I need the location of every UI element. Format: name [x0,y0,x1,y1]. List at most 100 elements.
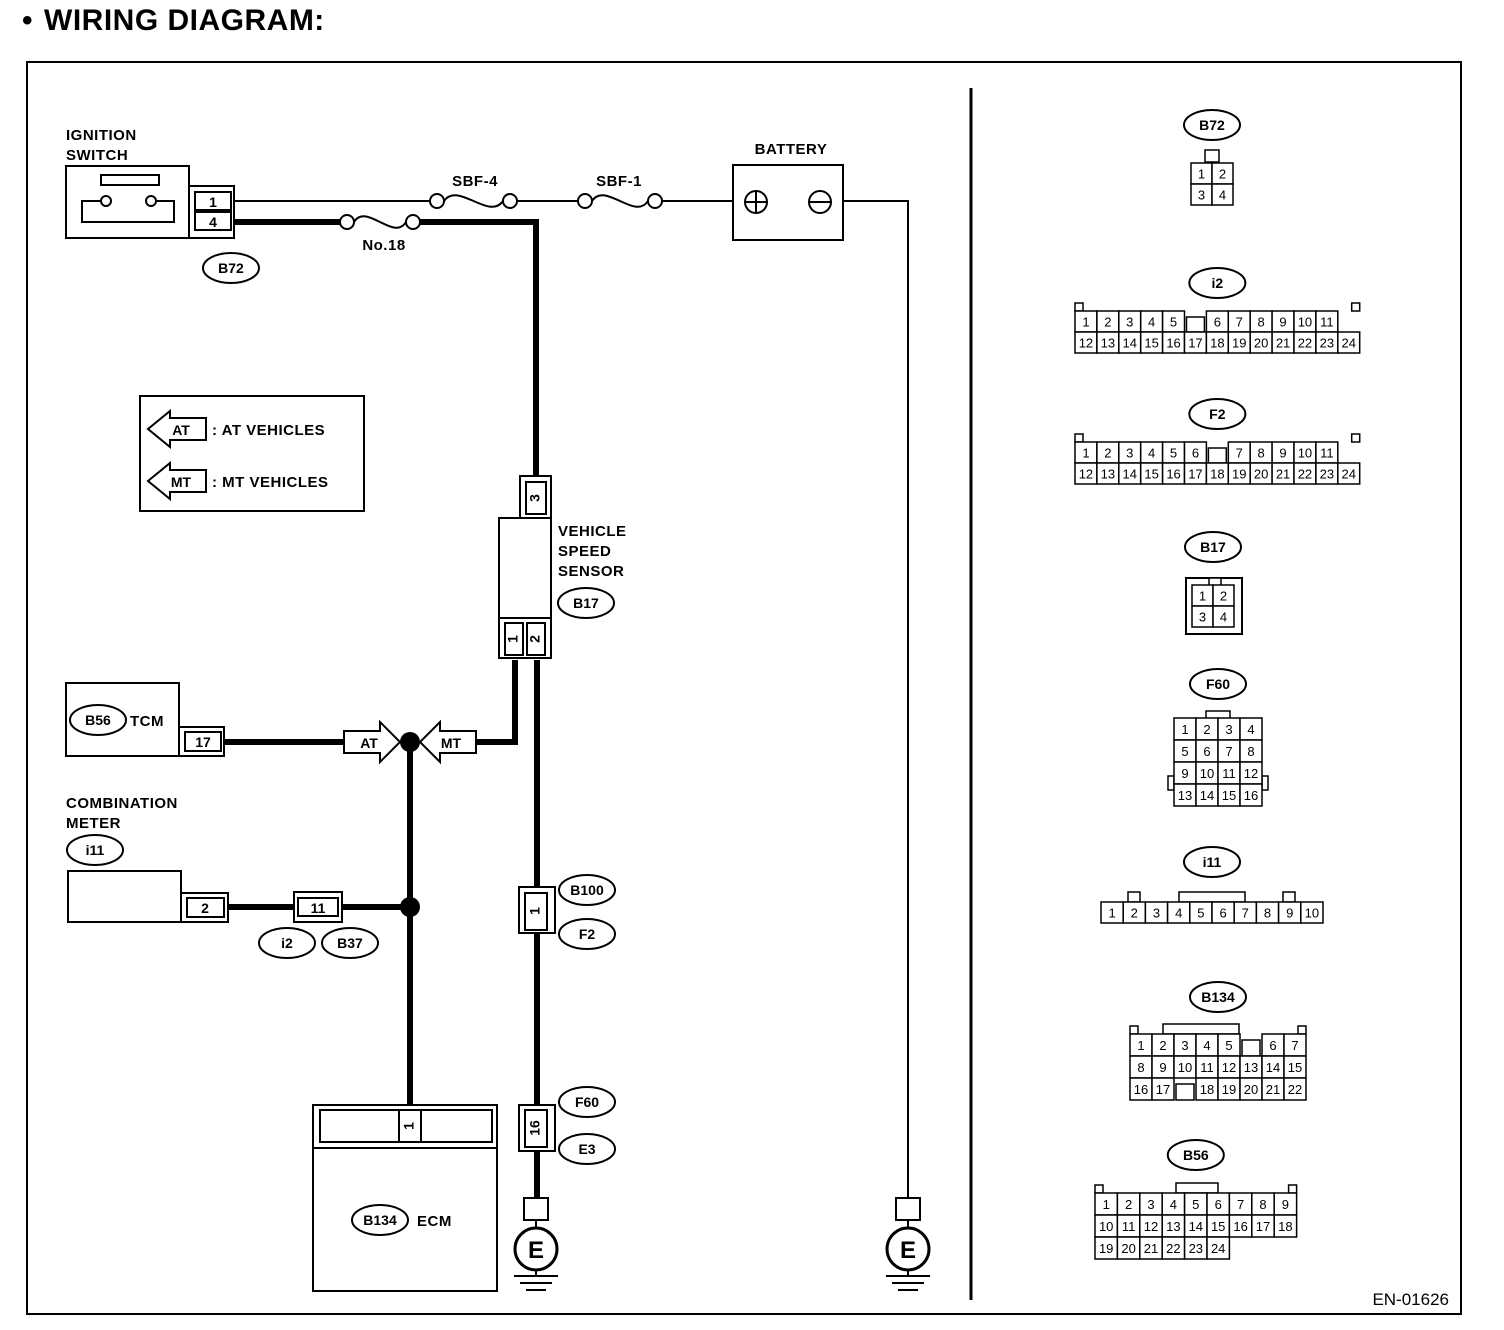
fuse-sbf4-label: SBF-4 [452,173,498,190]
connector-cavity-number: 3 [1181,1038,1188,1053]
page-title: •WIRING DIAGRAM: [22,4,325,38]
meter-pin-label: 2 [201,900,209,916]
connector-cavity-number: 16 [1166,467,1180,482]
connector-cavity-number: 10 [1298,446,1312,461]
connector-cavity-number: 6 [1214,315,1221,330]
connector-cavity-number: 13 [1101,467,1115,482]
connector-cavity-number: 5 [1225,1038,1232,1053]
connector-tag-e3 [558,1133,616,1165]
connector-tag-e3-label: E3 [578,1141,595,1157]
f60-e3-pin-16 [524,1109,548,1148]
ground-sensor-label: E [528,1237,544,1264]
mt-arrow: MT [418,719,477,765]
ecm-pin-1 [398,1109,422,1143]
connector-cavity-number: 13 [1166,1219,1180,1234]
connector-cavity-number: 21 [1144,1241,1158,1256]
connector-cavity-number: 9 [1279,315,1286,330]
connector-tag-b72 [202,252,260,284]
connector-view-tag-label: B134 [1201,989,1235,1005]
connector-cavity-number: 24 [1342,467,1356,482]
connector-tag-i2 [258,927,316,959]
connector-cavity-number: 13 [1178,788,1192,803]
tcm-pin-17 [184,731,222,752]
connector-cavity-number: 18 [1278,1219,1292,1234]
connector-tag-b100-label: B100 [570,882,604,898]
ignition-pin-4 [194,211,232,231]
fuse-no18: No.18 [339,214,421,254]
connector-cavity-number: 5 [1170,446,1177,461]
connector-view-tag [1166,1139,1225,1171]
connector-tag-i11-label: i11 [86,842,105,858]
connector-tag-b17 [557,587,615,619]
connector-cavity-number: 19 [1232,467,1246,482]
connector-cavity-number: 3 [1153,906,1160,921]
connector-cavity-number: 16 [1233,1219,1247,1234]
connector-cavity-number: 13 [1101,336,1115,351]
connector-cavity-number: 21 [1276,336,1290,351]
connector-key [1207,447,1228,464]
connector-cavity-number: 12 [1244,766,1258,781]
connector-tag-b134-label: B134 [363,1212,397,1228]
connector-cavity-number: 8 [1258,446,1265,461]
connector-cavity-number: 4 [1148,446,1155,461]
legend: AT : AT VEHICLES MT : MT VEHICLES [139,395,365,512]
connector-cavity-number: 8 [1137,1060,1144,1075]
connector-cavity-number: 8 [1264,906,1271,921]
fuse-sbf1: SBF-1 [577,173,663,209]
connector-cavity-number: 11 [1320,315,1334,330]
connector-cavity [1337,331,1361,354]
fuse-sbf1-label: SBF-1 [596,173,642,190]
connector-cavity-number: 9 [1159,1060,1166,1075]
connector-cavity-number: 21 [1276,467,1290,482]
ignition-pin4-label: 4 [209,214,217,230]
battery: BATTERY [732,141,844,241]
connector-cavity-number: 4 [1170,1197,1177,1212]
connector-cavity-number: 5 [1181,744,1188,759]
connector-cavity-number: 9 [1279,446,1286,461]
connector-cavity-number: 15 [1144,467,1158,482]
connector-view-tag-label: i11 [1203,854,1222,870]
connector-cavity-number: 12 [1079,336,1093,351]
connector-tag-f60-label: F60 [575,1094,599,1110]
connector-cavity-number: 5 [1197,906,1204,921]
connector-cavity-number: 4 [1148,315,1155,330]
connector-cavity-number: 22 [1298,336,1312,351]
connector-cavity-number: 4 [1247,722,1254,737]
connector-tag-f2 [558,918,616,950]
connector-cavity-number: 1 [1137,1038,1144,1053]
connector-cavity-number: 4 [1220,610,1227,625]
connector-cavity-number: 9 [1181,766,1188,781]
wires [222,200,909,1198]
connector-cavity-number: 18 [1200,1082,1214,1097]
connector-cavity-number: 2 [1203,722,1210,737]
connector-tag-f2-label: F2 [579,926,596,942]
connector-cavity-number: 14 [1266,1060,1280,1075]
connector-key [1241,1039,1261,1057]
i2-b37-pin-11 [297,897,339,917]
connector-cavity-number: 11 [1200,1060,1214,1075]
splice-dot-at-mt [400,732,420,752]
connector-cavity-number: 8 [1258,315,1265,330]
connector-cavity-number: 23 [1320,467,1334,482]
connector-cavity-number: 1 [1108,906,1115,921]
connector-cavity-number: 24 [1342,336,1356,351]
connector-cavity [1300,901,1324,924]
splice-dot-meter [400,897,420,917]
vss-body [498,517,552,619]
ignition-pin1-label: 1 [209,194,217,210]
connector-cavity-number: 6 [1215,1197,1222,1212]
connector-cavity-number: 6 [1269,1038,1276,1053]
connector-cavity-number: 9 [1282,1197,1289,1212]
connector-view-tag [1188,267,1247,299]
legend-box [139,395,365,512]
connector-cavity-number: 4 [1175,906,1182,921]
connector-view-tag [1189,981,1247,1013]
connector-view-tag [1188,398,1247,430]
connector-cavity-number: 17 [1156,1082,1170,1097]
connector-cavity-number: 8 [1259,1197,1266,1212]
connector-cavity-number: 2 [1104,315,1111,330]
connector-view-tag [1184,531,1242,563]
connector-cavity-number: 14 [1123,467,1137,482]
